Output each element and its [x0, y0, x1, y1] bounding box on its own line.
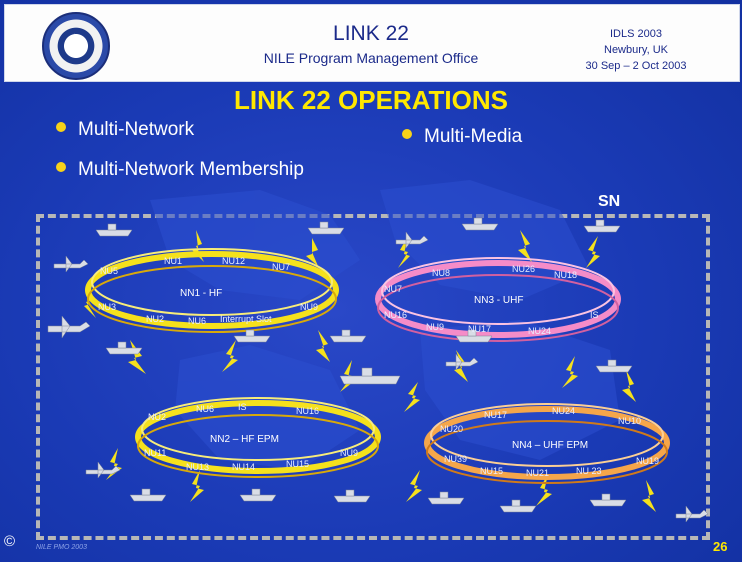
- aircraft-icon: [47, 315, 91, 339]
- nn3-labels: NU7 NU8 NU26 NU18 NU16 NU9 NU17 NU24 IS …: [384, 264, 599, 336]
- unit-label: NU14: [232, 462, 255, 472]
- bullet-multi-network: Multi-Network: [56, 119, 194, 141]
- unit-label: NU16: [296, 406, 319, 416]
- ship-icon: [589, 493, 627, 507]
- ring-nn1: [85, 248, 339, 333]
- ship-icon: [455, 329, 493, 343]
- unit-label: NU5: [100, 266, 118, 276]
- ship-icon: [95, 223, 133, 237]
- unit-label: NU39: [444, 454, 467, 464]
- star-icon: ✦: [64, 30, 85, 57]
- ship-icon: [499, 499, 537, 513]
- ring-nn2: [135, 397, 381, 478]
- ship-icon: [583, 219, 621, 233]
- unit-label: NU24: [528, 326, 551, 336]
- unit-label: NU24: [552, 406, 575, 416]
- nn2-labels: NU2 NU6 IS NU16 NU11 NU13 NU14 NU15 NU9 …: [144, 402, 358, 472]
- unit-label: NU2: [148, 412, 166, 422]
- ship-icon: [129, 488, 167, 502]
- nn4-labels: NU20 NU17 NU24 NU10 NU39 NU15 NU21 NU 23…: [440, 406, 659, 478]
- aircraft-icon: [395, 231, 429, 249]
- event-info: IDLS 2003 Newbury, UK 30 Sep – 2 Oct 200…: [566, 26, 706, 74]
- unit-label: NU9: [426, 322, 444, 332]
- copyright-symbol: ©: [4, 533, 16, 550]
- unit-label: NU8: [432, 268, 450, 278]
- event-name: IDLS 2003: [610, 28, 662, 40]
- unit-label: NU13: [186, 462, 209, 472]
- unit-label: NU20: [440, 424, 463, 434]
- carrier-icon: [339, 367, 401, 385]
- unit-label: IS: [238, 402, 247, 412]
- unit-label: NU19: [636, 456, 659, 466]
- aircraft-icon: [53, 255, 89, 273]
- ship-icon: [595, 359, 633, 373]
- unit-label: NU6: [188, 316, 206, 326]
- aircraft-icon: [445, 353, 479, 371]
- unit-label: NU26: [512, 264, 535, 274]
- unit-label: NU10: [618, 416, 641, 426]
- unit-label: NU15: [480, 466, 503, 476]
- bullet-dot-icon: [56, 122, 66, 132]
- ship-icon: [233, 329, 271, 343]
- nn1-labels: NU5 NU1 NU12 NU7 NU3 NU2 NU6 Interrupt S…: [98, 256, 318, 326]
- unit-label: NU 23: [576, 466, 602, 476]
- header-subtitle: NILE Program Management Office: [263, 50, 479, 66]
- unit-label: NU7: [384, 284, 402, 294]
- ship-icon: [239, 488, 277, 502]
- unit-label: NU18: [554, 270, 577, 280]
- unit-label: NU2: [146, 314, 164, 324]
- ship-icon: [329, 329, 367, 343]
- unit-label: NU7: [272, 262, 290, 272]
- ship-icon: [105, 341, 143, 355]
- network-name-nn1: NN1 - HF: [180, 288, 222, 299]
- unit-label: Interrupt Slot: [220, 314, 272, 324]
- unit-label: NU6: [196, 404, 214, 414]
- ship-icon: [333, 489, 371, 503]
- aircraft-icon: [85, 461, 121, 479]
- unit-label: NU21: [526, 468, 549, 478]
- unit-label: NU17: [468, 324, 491, 334]
- unit-label: NU1: [164, 256, 182, 266]
- event-dates: 30 Sep – 2 Oct 2003: [585, 60, 687, 72]
- nile-logo: ✦: [42, 12, 110, 80]
- header-title: LINK 22: [333, 22, 409, 45]
- unit-label: NU15: [286, 459, 309, 469]
- footer-org: NILE PMO 2003: [36, 544, 87, 551]
- bullet-dot-icon: [56, 162, 66, 172]
- unit-label: NU9: [300, 302, 318, 312]
- unit-label: NU12: [222, 256, 245, 266]
- ship-icon: [307, 221, 345, 235]
- network-name-nn3: NN3 - UHF: [474, 295, 523, 306]
- unit-label: NU16: [384, 310, 407, 320]
- bullet-membership: Multi-Network Membership: [56, 159, 304, 181]
- platform-icons: [47, 217, 709, 523]
- ring-nn3: [375, 257, 621, 342]
- unit-label: NU11: [144, 448, 166, 458]
- unit-label: NU3: [98, 302, 116, 312]
- bullet-dot-icon: [402, 129, 412, 139]
- header-banner: [4, 4, 740, 82]
- super-network-boundary: [36, 214, 710, 540]
- aircraft-icon: [675, 505, 709, 523]
- network-name-nn2: NN2 – HF EPM: [210, 434, 279, 445]
- unit-label: NU17: [484, 410, 507, 420]
- unit-label: NU9: [340, 448, 358, 458]
- ship-icon: [461, 217, 499, 231]
- super-network-label: SN: [598, 193, 621, 210]
- ship-icon: [427, 491, 465, 505]
- page-title: LINK 22 OPERATIONS: [233, 85, 508, 115]
- bullet-multi-media: Multi-Media: [402, 126, 522, 148]
- unit-label: IS: [590, 310, 599, 320]
- ring-nn4: [424, 403, 670, 484]
- event-location: Newbury, UK: [604, 44, 668, 56]
- page-number: 26: [713, 539, 728, 554]
- network-name-nn4: NN4 – UHF EPM: [512, 440, 588, 451]
